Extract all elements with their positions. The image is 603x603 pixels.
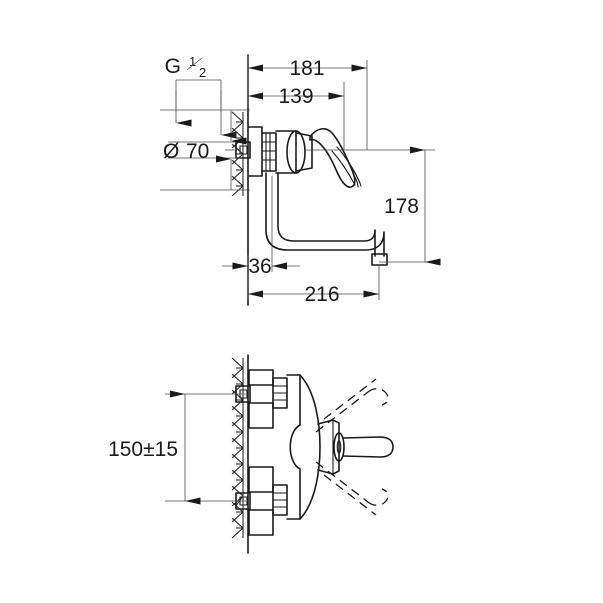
- view-side-elevation: 181 139 178 36 216: [160, 54, 441, 306]
- fraction-bar: [186, 57, 203, 71]
- thread-designation-g: G: [165, 55, 181, 78]
- dim-139: 139: [248, 85, 344, 108]
- dim-36-label: 36: [248, 255, 271, 278]
- body-collar: [261, 132, 277, 172]
- s-union-lower: [248, 466, 288, 536]
- handle-swing-positions: [315, 378, 389, 516]
- dim-36: 36: [222, 255, 300, 278]
- handle-lever-arm: [342, 436, 394, 458]
- thread-fraction-denominator: 2: [199, 65, 206, 80]
- wall-assembly-plan: [231, 354, 249, 554]
- handle-hub-cap: [333, 432, 345, 462]
- dim-150: 150±15: [108, 390, 201, 505]
- lever-handle-outline: [309, 128, 356, 188]
- spout-assembly: [265, 172, 388, 266]
- dim-diameter-symbol: Ø: [163, 140, 179, 163]
- view-plan-section: 150±15: [108, 354, 394, 554]
- dim-178-label: 178: [384, 195, 419, 218]
- dim-181-label: 181: [289, 57, 324, 80]
- lever-handle-plan: [317, 419, 394, 475]
- wall-assembly: [231, 54, 249, 306]
- dim-181: 181: [248, 57, 367, 80]
- cartridge-housing: [275, 130, 297, 174]
- dim-thread-g-half: G 1 2: [165, 54, 237, 139]
- lever-handle: [309, 128, 362, 188]
- lever-handle-crease: [317, 141, 339, 175]
- spout-outer-wall: [265, 172, 385, 257]
- handle-hub-slot: [336, 440, 342, 454]
- front-cap: [295, 132, 313, 172]
- mixer-body-plan: [286, 374, 321, 520]
- dim-diameter-70: Ø 70: [163, 110, 247, 190]
- s-union-upper: [248, 369, 288, 429]
- dim-178: 178: [384, 146, 441, 266]
- mixer-body: [248, 126, 313, 177]
- body-plate-right: [299, 374, 321, 520]
- spout-inner-wall: [277, 172, 376, 257]
- dim-216-label: 216: [304, 283, 339, 306]
- dim-150-label: 150±15: [108, 438, 178, 461]
- body-plate-left: [286, 374, 301, 520]
- escutcheon-plate: [248, 126, 263, 177]
- cartridge-cap: [286, 130, 306, 174]
- thread-fraction-numerator: 1: [189, 54, 196, 69]
- dim-139-label: 139: [278, 85, 313, 108]
- dim-70-label: 70: [186, 140, 209, 163]
- inlet-connector: [225, 141, 251, 159]
- wall-hatching-plan: [231, 357, 244, 539]
- aerator: [371, 253, 388, 266]
- dim-216: 216: [248, 283, 379, 306]
